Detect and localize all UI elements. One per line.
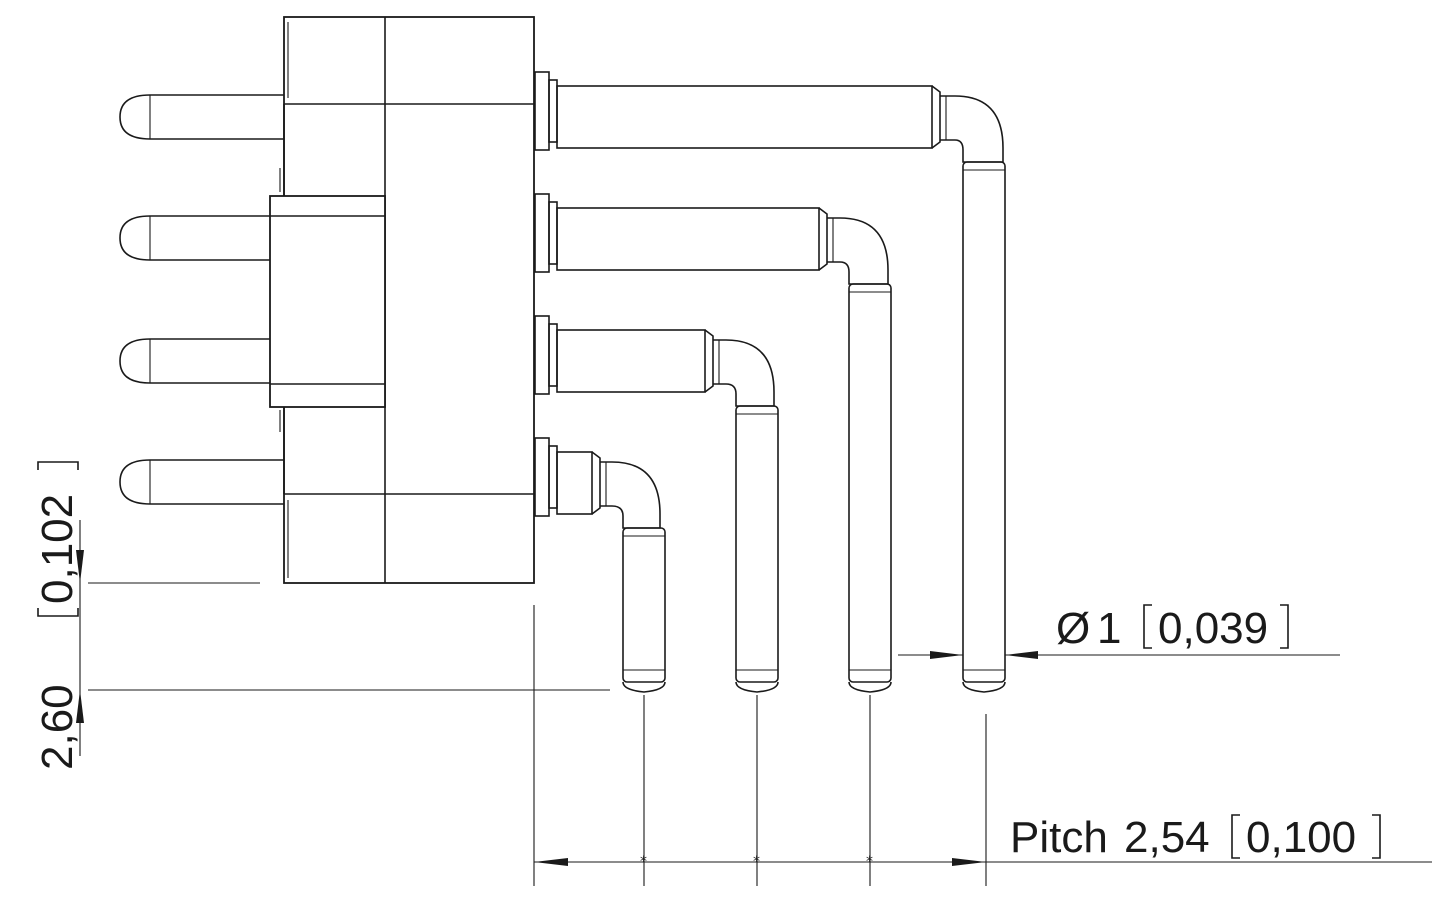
connector-housing xyxy=(269,16,535,584)
height-bracket-close xyxy=(37,461,79,470)
diameter-dimension: Ø 1 0,039 xyxy=(898,604,1340,659)
pitch-tick-2: * xyxy=(753,854,760,870)
pitch-tick-1: * xyxy=(640,854,647,870)
pitch-label: Pitch xyxy=(1010,813,1108,862)
diameter-in-text: 0,039 xyxy=(1158,604,1268,653)
pitch-dimension: * * * Pitch 2,54 0,100 xyxy=(533,605,1432,886)
mating-pin-2 xyxy=(119,215,270,261)
mating-pin-1 xyxy=(119,94,284,140)
diameter-arrow-right xyxy=(1005,651,1038,659)
diameter-arrow-left xyxy=(930,651,963,659)
pitch-in-text: 0,100 xyxy=(1246,813,1356,862)
pitch-tick-3: * xyxy=(866,854,873,870)
height-in-text: 0,102 xyxy=(33,494,82,604)
height-arrow-top xyxy=(76,550,84,583)
height-mm-text: 2,60 xyxy=(33,684,82,770)
height-arrow-bottom xyxy=(76,690,84,723)
height-dimension: 2,60 0,102 xyxy=(33,461,610,770)
diameter-mm-text: 1 xyxy=(1097,604,1121,653)
height-bracket-open xyxy=(37,608,79,617)
diameter-bracket-open xyxy=(1143,604,1152,649)
pitch-bracket-open xyxy=(1231,814,1240,859)
right-angle-tail-4 xyxy=(534,437,666,693)
right-angle-tail-1 xyxy=(534,71,1006,693)
right-angle-tail-2 xyxy=(534,193,892,693)
pitch-arrow-left xyxy=(534,858,568,866)
pitch-mm-text: 2,54 xyxy=(1124,813,1210,862)
diameter-bracket-close xyxy=(1280,604,1289,649)
pitch-bracket-close xyxy=(1372,814,1381,859)
pitch-arrow-right xyxy=(952,858,986,866)
mating-pin-4 xyxy=(119,459,284,505)
right-angle-tail-3 xyxy=(534,315,779,693)
diameter-symbol: Ø xyxy=(1056,604,1090,653)
mating-pin-3 xyxy=(119,338,270,384)
